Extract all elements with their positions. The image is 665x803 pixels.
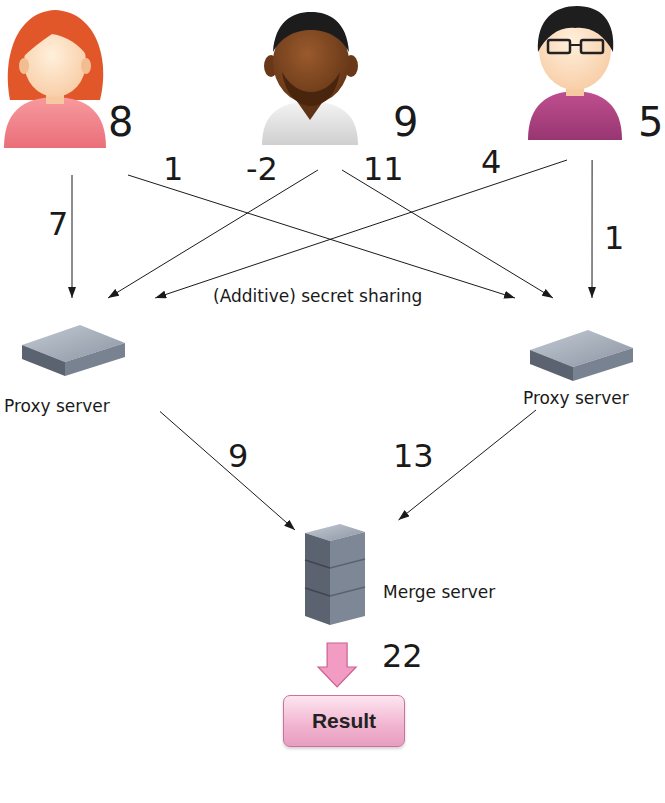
- result-box: Result: [283, 695, 405, 747]
- merge-server-icon: [305, 524, 365, 625]
- share-value: 11: [363, 153, 404, 185]
- person-node: 5: [525, 0, 665, 160]
- share-arrow: [155, 160, 567, 298]
- node-text: 5: [638, 100, 663, 144]
- share-value: 1: [604, 222, 624, 254]
- proxy-server-node: Proxy server: [0, 298, 160, 420]
- share-value: 13: [393, 440, 434, 472]
- person-node: 8: [0, 0, 140, 175]
- share-value: -2: [246, 153, 278, 185]
- proxy-server-node: Proxy server: [515, 298, 665, 410]
- share-value: 7: [48, 208, 68, 240]
- person-icon: [528, 6, 622, 140]
- share-value: 1: [163, 153, 183, 185]
- node-text: Merge server: [383, 583, 495, 602]
- proxy-server-icon: [530, 330, 633, 381]
- node-text: 9: [393, 100, 418, 144]
- node-text: 8: [108, 100, 133, 144]
- share-arrow: [342, 170, 553, 298]
- person-icon: [4, 10, 106, 148]
- share-arrow: [592, 160, 593, 298]
- node-text: Result: [312, 709, 376, 732]
- person-icon: [262, 12, 358, 145]
- share-value: 4: [481, 146, 501, 178]
- node-text: Proxy server: [523, 389, 629, 408]
- share-arrow: [72, 175, 73, 298]
- share-arrow: [128, 175, 515, 298]
- share-value: 9: [228, 440, 248, 472]
- node-text: Proxy server: [4, 397, 110, 416]
- caption-label: (Additive) secret sharing: [213, 287, 422, 306]
- share-value: 22: [382, 640, 423, 672]
- person-node: 9: [262, 0, 427, 170]
- result-arrow: [318, 643, 356, 687]
- proxy-server-icon: [22, 325, 125, 376]
- merge-server-node: Merge server: [295, 520, 525, 635]
- share-arrow: [160, 412, 295, 531]
